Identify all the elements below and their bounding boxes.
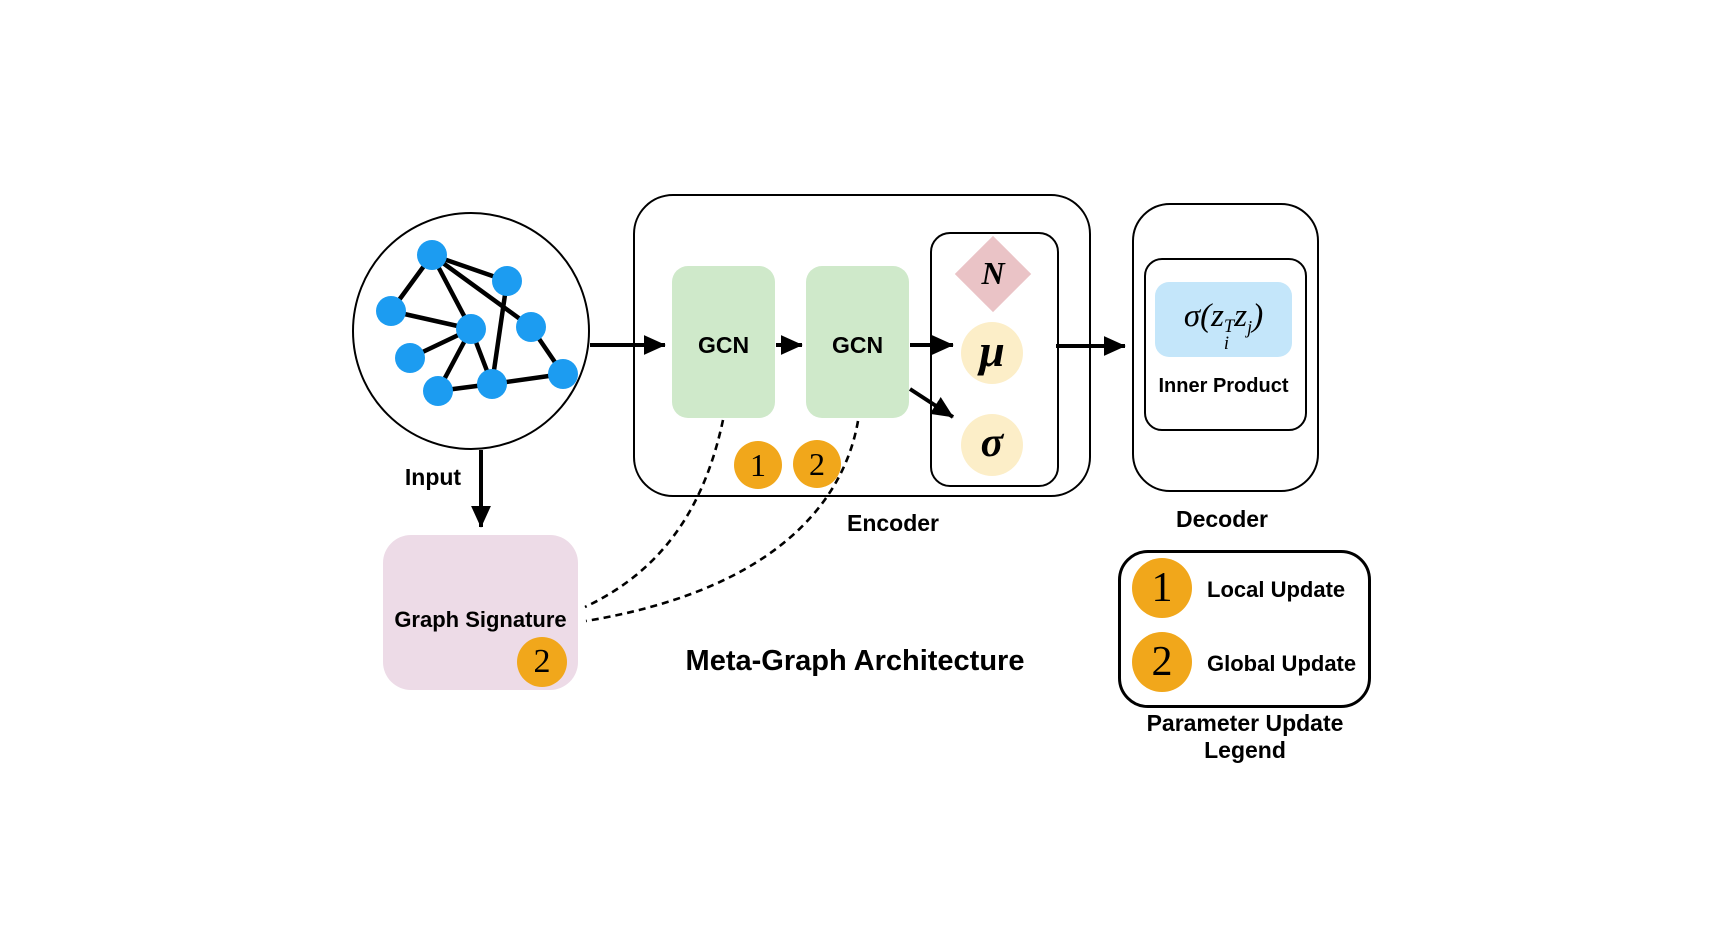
legend-caption-line1: Parameter Update [1146,710,1344,736]
formula-sub-j: j [1247,317,1253,338]
encoder-badge-global: 2 [793,440,841,488]
mu-symbol: μ [979,325,1005,376]
encoder-badge-global-number: 2 [809,445,825,482]
decoder-label: Decoder [1175,506,1269,532]
formula-sup-T: T [1223,315,1235,336]
mu-circle [961,322,1023,384]
decoder-box [1132,203,1319,492]
formula-chip [1155,282,1292,357]
input-graph-nodes [376,240,578,406]
input-label: Input [404,464,462,490]
figure-title: Meta-Graph Architecture [685,645,1025,677]
formula-z1: z [1211,298,1224,334]
legend-badge-global-number: 2 [1151,639,1173,685]
gcn-block-1 [672,266,775,418]
graph-signature-label: Graph Signature [394,607,567,632]
graph-signature-badge-global: 2 [517,637,567,687]
formula-close: ) [1252,298,1264,334]
legend-label-local: Local Update [1207,577,1346,602]
encoder-badge-local: 1 [734,441,782,489]
legend-label-global: Global Update [1207,651,1357,676]
formula-sigma-open: σ( [1183,298,1212,334]
legend-badge-global: 2 [1132,632,1192,692]
dashed-curve-signature-to-gcn1 [584,419,725,609]
legend-box [1118,550,1371,708]
normal-distribution-symbol: N [981,255,1005,291]
dashed-curve-signature-to-gcn2 [585,420,860,623]
encoder-badge-local-number: 1 [750,446,766,483]
gcn-block-2 [806,266,909,418]
gcn2-label: GCN [831,332,884,358]
flow-arrows [471,335,1126,528]
inner-product-label: Inner Product [1158,375,1289,397]
gcn1-label: GCN [697,332,750,358]
formula-z2: z [1234,298,1248,334]
sigma-circle [961,414,1023,476]
latent-box [930,232,1059,487]
sigma-symbol: σ [980,420,1004,466]
graph-signature-badge-number: 2 [533,643,551,680]
signature-update-curves [584,419,860,623]
formula-sub-i: i [1223,333,1230,354]
legend-badge-local-number: 1 [1151,565,1173,611]
inner-product-box [1144,258,1307,431]
legend-caption-line2: Legend [1204,737,1286,763]
legend-badge-local: 1 [1132,558,1192,618]
encoder-label: Encoder [846,510,940,536]
arrow-gcn2-to-sigma [908,387,955,419]
